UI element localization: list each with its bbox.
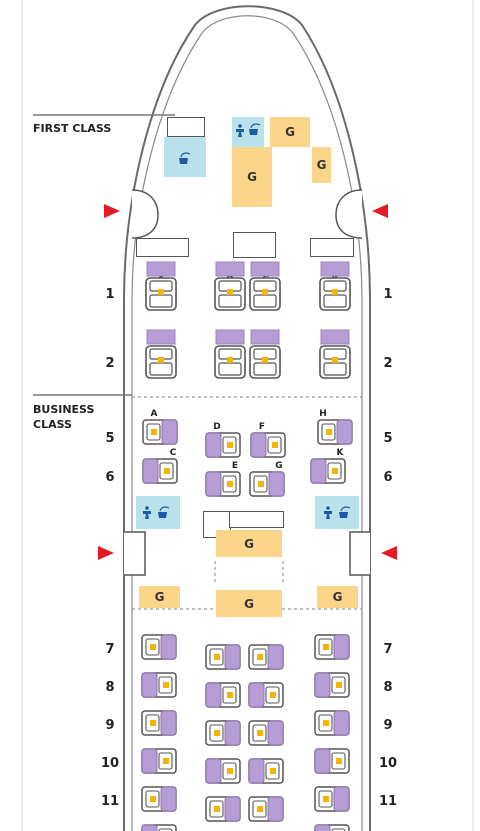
galley: G bbox=[317, 586, 358, 608]
drinking-fountain-icon bbox=[158, 506, 170, 518]
galley: G bbox=[139, 586, 180, 608]
seat[interactable] bbox=[205, 796, 241, 822]
first-class-seat[interactable] bbox=[214, 329, 246, 379]
galley: G bbox=[312, 147, 331, 183]
first-class-seat[interactable] bbox=[319, 261, 351, 311]
lavatory bbox=[164, 137, 206, 177]
seat[interactable] bbox=[314, 634, 350, 660]
business-class-label-line1: BUSINESS bbox=[33, 403, 95, 416]
seat[interactable] bbox=[141, 786, 177, 812]
row-number-left: 11 bbox=[100, 794, 120, 809]
seat[interactable] bbox=[141, 748, 177, 774]
row-number-left: 8 bbox=[105, 680, 115, 695]
exit-arrow-icon bbox=[372, 204, 388, 218]
seat[interactable] bbox=[205, 432, 241, 458]
business-class-label-line2: CLASS bbox=[33, 418, 72, 431]
seat[interactable] bbox=[248, 796, 284, 822]
first-class-seat[interactable] bbox=[319, 329, 351, 379]
seat-column-letter: G bbox=[275, 461, 283, 471]
row-number-right: 11 bbox=[378, 794, 398, 809]
seat[interactable] bbox=[314, 672, 350, 698]
closet bbox=[136, 238, 189, 257]
row-number-left: 7 bbox=[105, 642, 115, 657]
row-number-left: 1 bbox=[105, 287, 115, 302]
seat[interactable] bbox=[141, 634, 177, 660]
seat[interactable] bbox=[205, 720, 241, 746]
drinking-fountain-icon bbox=[179, 152, 191, 164]
lavatory-wheelchair-icon bbox=[143, 506, 151, 519]
row-number-left: 2 bbox=[105, 356, 115, 371]
lavatory bbox=[315, 496, 359, 529]
first-class-label: FIRST CLASS bbox=[33, 122, 112, 135]
seat[interactable] bbox=[142, 419, 178, 445]
seat-column-letter: F bbox=[258, 422, 266, 432]
first-class-seat[interactable] bbox=[145, 329, 177, 379]
seat[interactable] bbox=[314, 824, 350, 831]
row-number-right: 6 bbox=[383, 470, 393, 485]
seat-column-letter: H bbox=[319, 409, 327, 419]
closet bbox=[233, 232, 276, 258]
row-number-left: 6 bbox=[105, 470, 115, 485]
seat-column-letter: K bbox=[336, 448, 344, 458]
row-number-right: 10 bbox=[378, 756, 398, 771]
closet bbox=[310, 238, 354, 257]
seat[interactable] bbox=[249, 471, 285, 497]
row-number-right: 7 bbox=[383, 642, 393, 657]
lavatory-wheelchair-icon bbox=[324, 506, 332, 519]
seat[interactable] bbox=[314, 710, 350, 736]
seat-column-letter: E bbox=[231, 461, 239, 471]
seat[interactable] bbox=[205, 758, 241, 784]
row-number-right: 2 bbox=[383, 356, 393, 371]
seat[interactable] bbox=[248, 758, 284, 784]
galley: G bbox=[270, 117, 310, 147]
lavatory-wheelchair-icon bbox=[236, 124, 244, 137]
row-number-right: 9 bbox=[383, 718, 393, 733]
seat[interactable] bbox=[141, 672, 177, 698]
row-number-right: 5 bbox=[383, 431, 393, 446]
seat-column-letter: C bbox=[169, 448, 177, 458]
seat[interactable] bbox=[142, 458, 178, 484]
drinking-fountain-icon bbox=[249, 123, 261, 135]
closet bbox=[229, 511, 284, 528]
seat[interactable] bbox=[248, 720, 284, 746]
first-class-seat[interactable] bbox=[145, 261, 177, 311]
first-class-seat[interactable] bbox=[249, 329, 281, 379]
row-number-left: 5 bbox=[105, 431, 115, 446]
seat[interactable] bbox=[141, 824, 177, 831]
seat[interactable] bbox=[205, 682, 241, 708]
exit-arrow-icon bbox=[104, 204, 120, 218]
seat[interactable] bbox=[248, 682, 284, 708]
row-number-left: 10 bbox=[100, 756, 120, 771]
seat-column-letter: A bbox=[150, 409, 158, 419]
seat[interactable] bbox=[205, 471, 241, 497]
row-number-left: 9 bbox=[105, 718, 115, 733]
exit-arrow-icon bbox=[381, 546, 397, 560]
galley: G bbox=[216, 590, 282, 617]
row-number-right: 8 bbox=[383, 680, 393, 695]
seat[interactable] bbox=[310, 458, 346, 484]
drinking-fountain-icon bbox=[339, 506, 351, 518]
exit-arrow-icon bbox=[98, 546, 114, 560]
row-number-right: 1 bbox=[383, 287, 393, 302]
seat[interactable] bbox=[205, 644, 241, 670]
seat[interactable] bbox=[250, 432, 286, 458]
closet bbox=[167, 117, 205, 137]
seat[interactable] bbox=[248, 644, 284, 670]
seat[interactable] bbox=[141, 710, 177, 736]
first-class-seat[interactable] bbox=[249, 261, 281, 311]
first-class-seat[interactable] bbox=[214, 261, 246, 311]
seat[interactable] bbox=[314, 786, 350, 812]
galley: G bbox=[232, 147, 272, 207]
seat-column-letter: D bbox=[213, 422, 221, 432]
galley: G bbox=[216, 530, 282, 557]
seat[interactable] bbox=[317, 419, 353, 445]
seat[interactable] bbox=[314, 748, 350, 774]
